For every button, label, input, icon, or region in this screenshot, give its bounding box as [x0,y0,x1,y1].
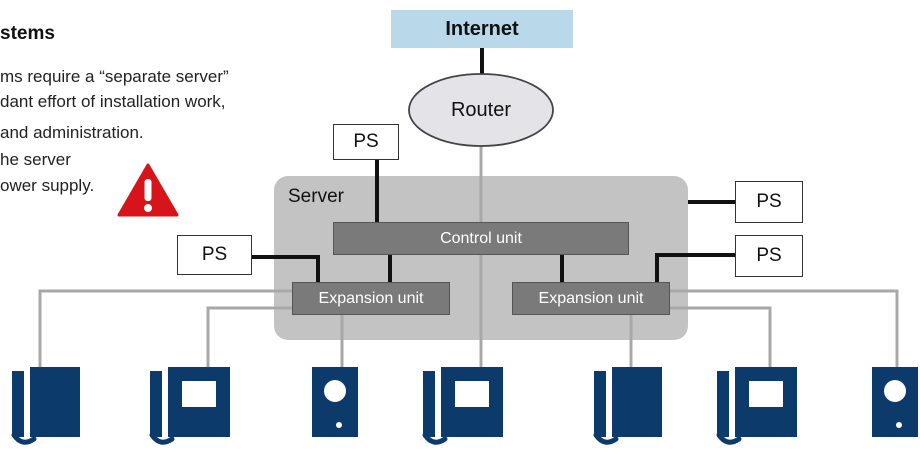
power-supply-right-bottom: PS [735,235,803,277]
expansion-unit-left: Expansion unit [292,282,450,315]
door-station-1 [312,367,358,437]
router-label: Router [450,98,512,121]
video-station-3 [716,367,797,445]
router-ellipse [408,73,554,147]
intro-line-5: ower supply. [0,176,95,195]
warning-icon [117,163,179,217]
door-station-2 [872,367,918,437]
power-supply-right-top: PS [735,181,803,223]
video-station-2 [422,367,503,445]
intro-line-1: ms require a “separate server” [0,67,229,86]
intro-line-3: and administration. [0,123,144,142]
intro-heading: stems [0,23,55,44]
control-unit: Control unit [333,222,629,255]
handset-station-1 [11,367,80,445]
intro-line-4: he server [0,150,71,169]
expansion-unit-right: Expansion unit [512,282,670,315]
internet-box [391,10,573,48]
video-station-1 [149,367,230,445]
power-supply-top: PS [333,124,399,160]
internet-label: Internet [445,17,519,40]
power-supply-left: PS [177,235,252,275]
handset-station-2 [593,367,662,445]
server-label: Server [288,186,344,207]
intro-line-2: dant effort of installation work, [0,92,226,111]
